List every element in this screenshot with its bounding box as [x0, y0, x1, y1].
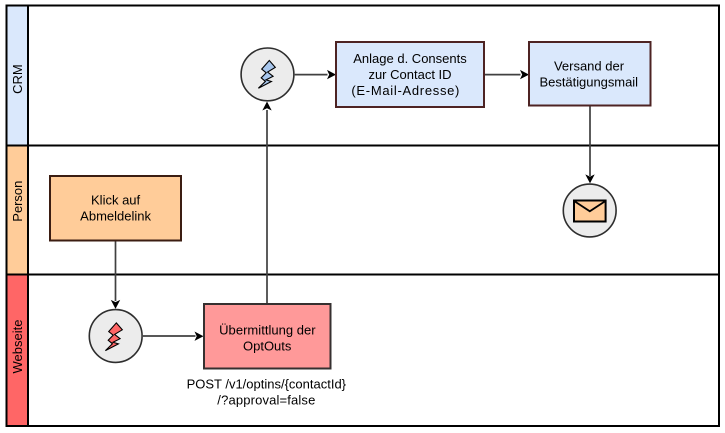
svg-text:CRM: CRM	[10, 64, 25, 94]
svg-text:zur Contact ID: zur Contact ID	[368, 67, 451, 82]
svg-text:Anlage d. Consents: Anlage d. Consents	[353, 51, 467, 66]
svg-text:POST /v1/optins/{contactId}: POST /v1/optins/{contactId}	[187, 376, 347, 391]
svg-text:Abmeldelink: Abmeldelink	[80, 208, 151, 223]
svg-text:Bestätigungsmail: Bestätigungsmail	[540, 74, 639, 89]
svg-text:/?approval=false: /?approval=false	[217, 392, 315, 407]
svg-text:(E-Mail-Adresse): (E-Mail-Adresse)	[351, 83, 459, 98]
svg-text:Person: Person	[10, 181, 25, 222]
svg-text:Übermittlung der: Übermittlung der	[219, 322, 316, 337]
svg-text:OptOuts: OptOuts	[243, 338, 292, 353]
svg-text:Versand der: Versand der	[554, 58, 625, 73]
svg-text:Webseite: Webseite	[10, 320, 25, 374]
svg-text:Klick auf: Klick auf	[91, 192, 141, 207]
